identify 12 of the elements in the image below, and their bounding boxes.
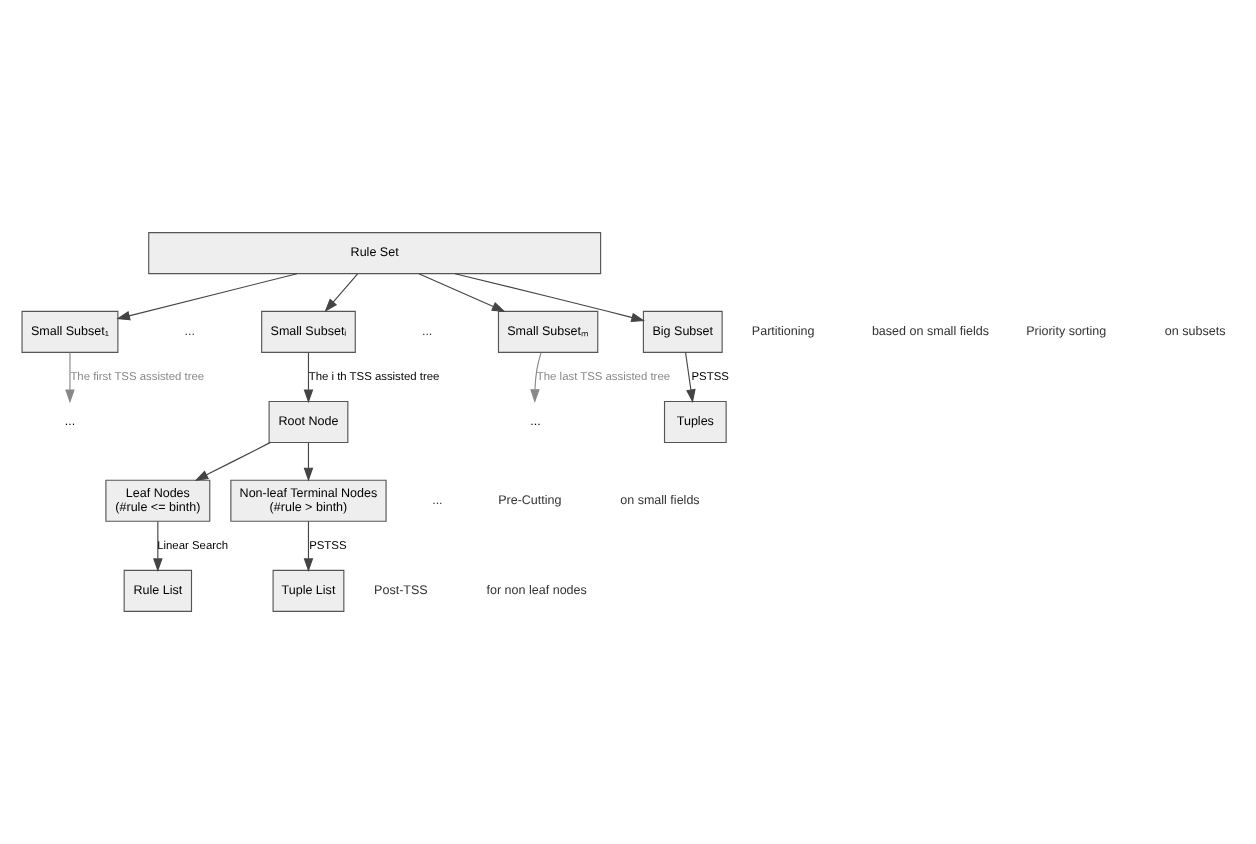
arrow <box>324 273 359 313</box>
arrow <box>303 351 314 404</box>
arrow <box>153 520 163 573</box>
arrow <box>303 520 314 573</box>
arrow <box>454 273 645 323</box>
arrow <box>116 273 298 321</box>
arrow <box>65 351 75 404</box>
arrow <box>685 351 696 404</box>
arrow <box>530 352 542 403</box>
arrow <box>418 273 506 312</box>
arrow <box>303 442 314 482</box>
arrow <box>194 442 271 481</box>
